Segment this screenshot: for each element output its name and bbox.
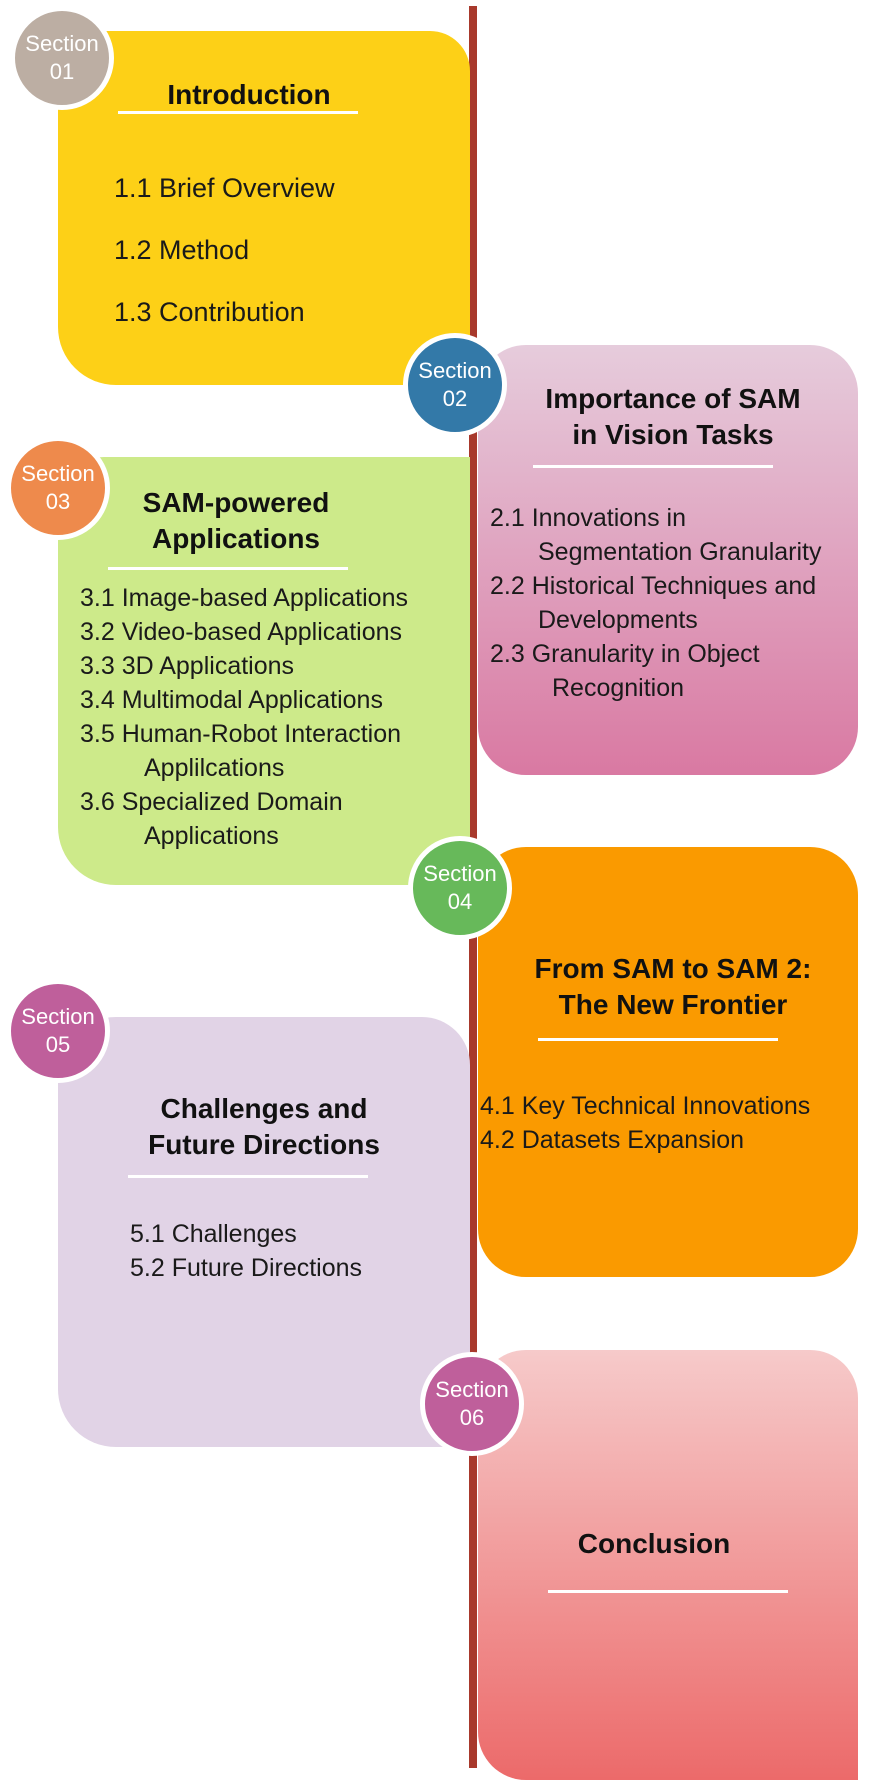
badge-label: Section bbox=[25, 31, 99, 56]
list-item: 3.4 Multimodal Applications bbox=[80, 686, 383, 714]
badge-number: 03 bbox=[45, 489, 71, 514]
list-item: 4.2 Datasets Expansion bbox=[480, 1126, 745, 1154]
section-title: Importance of SAM in Vision Tasks bbox=[545, 383, 801, 450]
title-underline bbox=[108, 567, 348, 570]
section-item-list: 5.1 Challenges 5.2 Future Directions bbox=[130, 1217, 362, 1285]
badge-number: 05 bbox=[45, 1032, 71, 1057]
section-item-list: 1.1 Brief Overview 1.2 Method 1.3 Contri… bbox=[114, 157, 335, 343]
title-underline bbox=[538, 1038, 778, 1041]
badge-label: Section bbox=[21, 461, 95, 486]
section-05-card: Challenges and Future Directions 5.1 Cha… bbox=[58, 1017, 470, 1447]
title-underline bbox=[548, 1590, 788, 1593]
list-item: 1.2 Method bbox=[114, 235, 250, 265]
badge-label: Section bbox=[435, 1377, 509, 1402]
section-06-badge: Section 06 bbox=[420, 1352, 524, 1456]
list-item: 1.3 Contribution bbox=[114, 297, 305, 327]
section-04-card: From SAM to SAM 2: The New Frontier 4.1 … bbox=[478, 847, 858, 1277]
badge-number: 01 bbox=[49, 59, 75, 84]
badge-label: Section bbox=[21, 1004, 95, 1029]
section-02-badge: Section 02 bbox=[403, 333, 507, 437]
section-01-card: Introduction 1.1 Brief Overview 1.2 Meth… bbox=[58, 31, 470, 385]
badge-label: Section bbox=[418, 358, 492, 383]
list-item: 3.3 3D Applications bbox=[80, 652, 295, 680]
list-item: 1.1 Brief Overview bbox=[114, 173, 335, 203]
section-02-card: Importance of SAM in Vision Tasks 2.1 In… bbox=[478, 345, 858, 775]
section-title: SAM-powered Applications bbox=[142, 487, 330, 554]
section-03-card: SAM-powered Applications 3.1 Image-based… bbox=[58, 457, 470, 885]
list-item: 5.1 Challenges bbox=[130, 1220, 297, 1248]
section-04-badge: Section 04 bbox=[408, 836, 512, 940]
badge-number: 06 bbox=[459, 1405, 485, 1430]
badge-number: 02 bbox=[442, 386, 468, 411]
badge-label: Section bbox=[423, 861, 497, 886]
title-underline bbox=[118, 111, 358, 114]
title-underline bbox=[128, 1175, 368, 1178]
section-title: Introduction bbox=[167, 79, 331, 110]
list-item: 3.1 Image-based Applications bbox=[80, 584, 408, 612]
list-item: 5.2 Future Directions bbox=[130, 1254, 363, 1282]
badge-number: 04 bbox=[447, 889, 473, 914]
section-05-badge: Section 05 bbox=[6, 979, 110, 1083]
section-item-list: 4.1 Key Technical Innovations 4.2 Datase… bbox=[480, 1089, 810, 1157]
list-item: 4.1 Key Technical Innovations bbox=[480, 1092, 811, 1120]
section-title: From SAM to SAM 2: The New Frontier bbox=[534, 953, 812, 1020]
section-item-list: 3.1 Image-based Applications 3.2 Video-b… bbox=[80, 581, 408, 853]
title-underline bbox=[533, 465, 773, 468]
section-title: Conclusion bbox=[577, 1528, 731, 1559]
section-title: Challenges and Future Directions bbox=[148, 1093, 380, 1160]
section-03-badge: Section 03 bbox=[6, 436, 110, 540]
list-item: 3.2 Video-based Applications bbox=[80, 618, 402, 646]
section-01-badge: Section 01 bbox=[10, 6, 114, 110]
section-06-card: Conclusion bbox=[478, 1350, 858, 1780]
